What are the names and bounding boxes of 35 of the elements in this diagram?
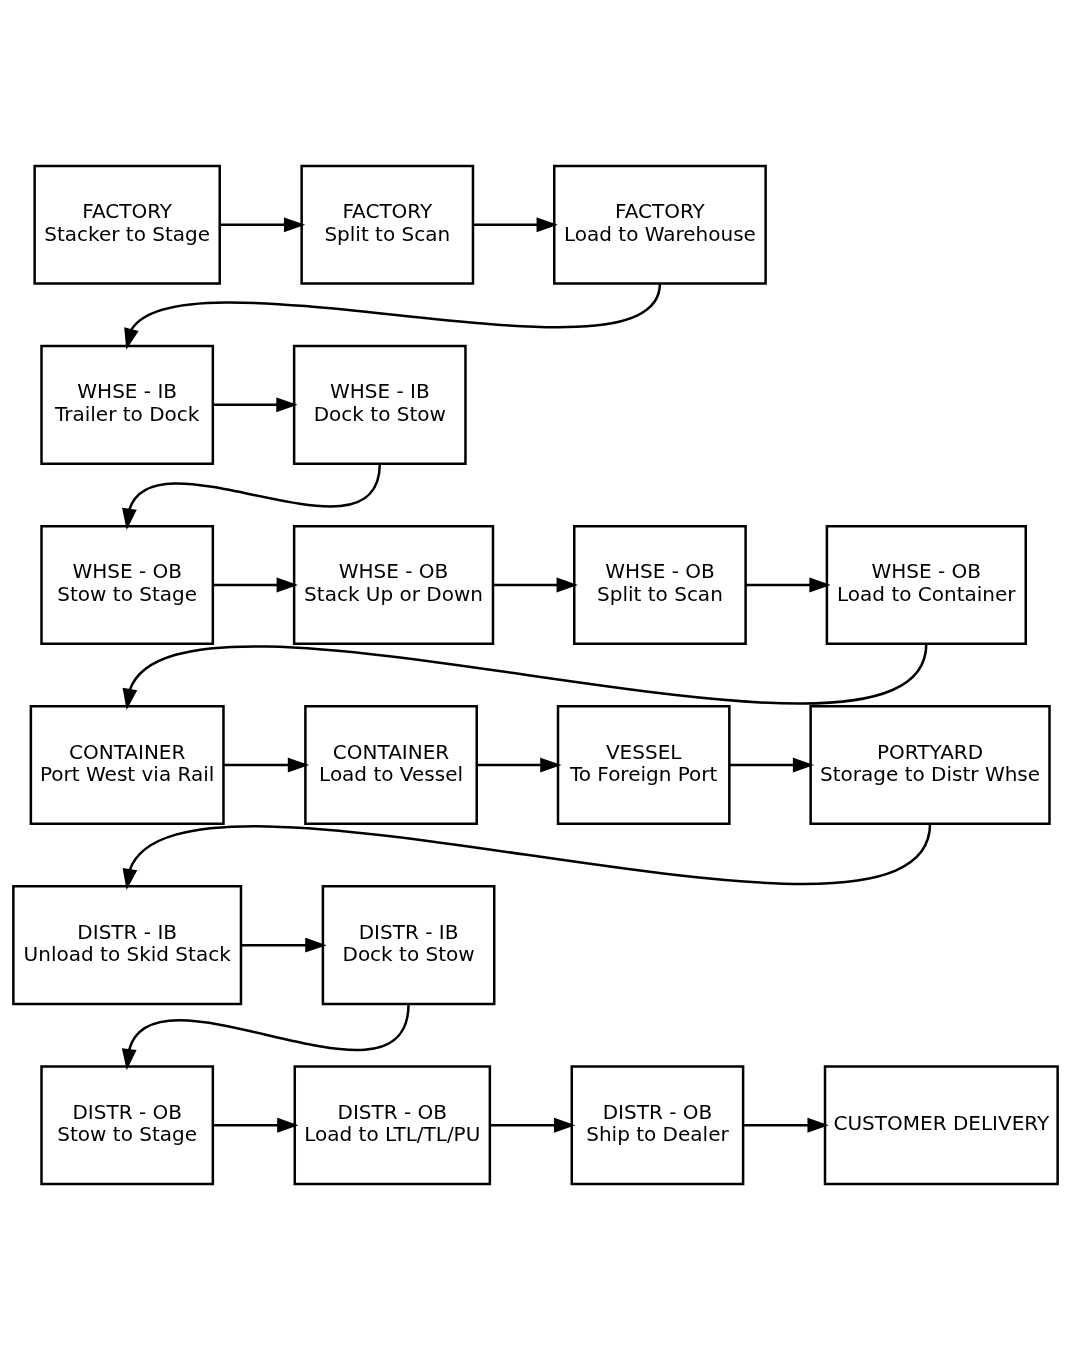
node-box: WHSE - OB Stack Up or Down (292, 524, 495, 645)
node-box: FACTORY Stacker to Stage (33, 164, 221, 285)
node-box: DISTR - OB Ship to Dealer (570, 1065, 745, 1186)
node-box: WHSE - OB Stow to Stage (40, 524, 215, 645)
arrow (745, 577, 831, 593)
node-box: CONTAINER Port West via Rail (29, 705, 225, 826)
arrow (743, 1117, 829, 1133)
arrow (121, 1003, 410, 1071)
arrow (220, 217, 306, 233)
arrow (124, 283, 662, 350)
arrow (223, 757, 310, 773)
arrow (473, 217, 558, 233)
node-box: WHSE - OB Split to Scan (573, 524, 747, 645)
node-box: WHSE - OB Load to Container (825, 524, 1027, 645)
arrow (490, 1117, 576, 1133)
arrow (213, 1117, 299, 1133)
node-box: FACTORY Split to Scan (300, 164, 475, 285)
arrow (476, 757, 562, 773)
node-box: VESSEL To Foreign Port (556, 705, 731, 826)
node-box: DISTR - OB Stow to Stage (40, 1065, 215, 1186)
node-box: DISTR - OB Load to LTL/TL/PU (293, 1065, 492, 1186)
node-box: DISTR - IB Dock to Stow (321, 885, 496, 1006)
arrow (122, 463, 382, 530)
node-box: CONTAINER Load to Vessel (304, 705, 478, 826)
node-box: PORTYARD Storage to Distr Whse (809, 705, 1051, 826)
node-box: WHSE - IB Trailer to Dock (40, 344, 215, 465)
arrow (213, 397, 298, 413)
node-box: CUSTOMER DELIVERY (823, 1065, 1059, 1186)
arrow (241, 937, 327, 953)
node-box: WHSE - IB Dock to Stow (292, 344, 467, 465)
arrow (213, 577, 298, 593)
arrow (729, 757, 815, 773)
node-box: FACTORY Load to Warehouse (553, 164, 767, 285)
arrow (493, 577, 578, 593)
node-box: DISTR - IB Unload to Skid Stack (12, 885, 243, 1006)
